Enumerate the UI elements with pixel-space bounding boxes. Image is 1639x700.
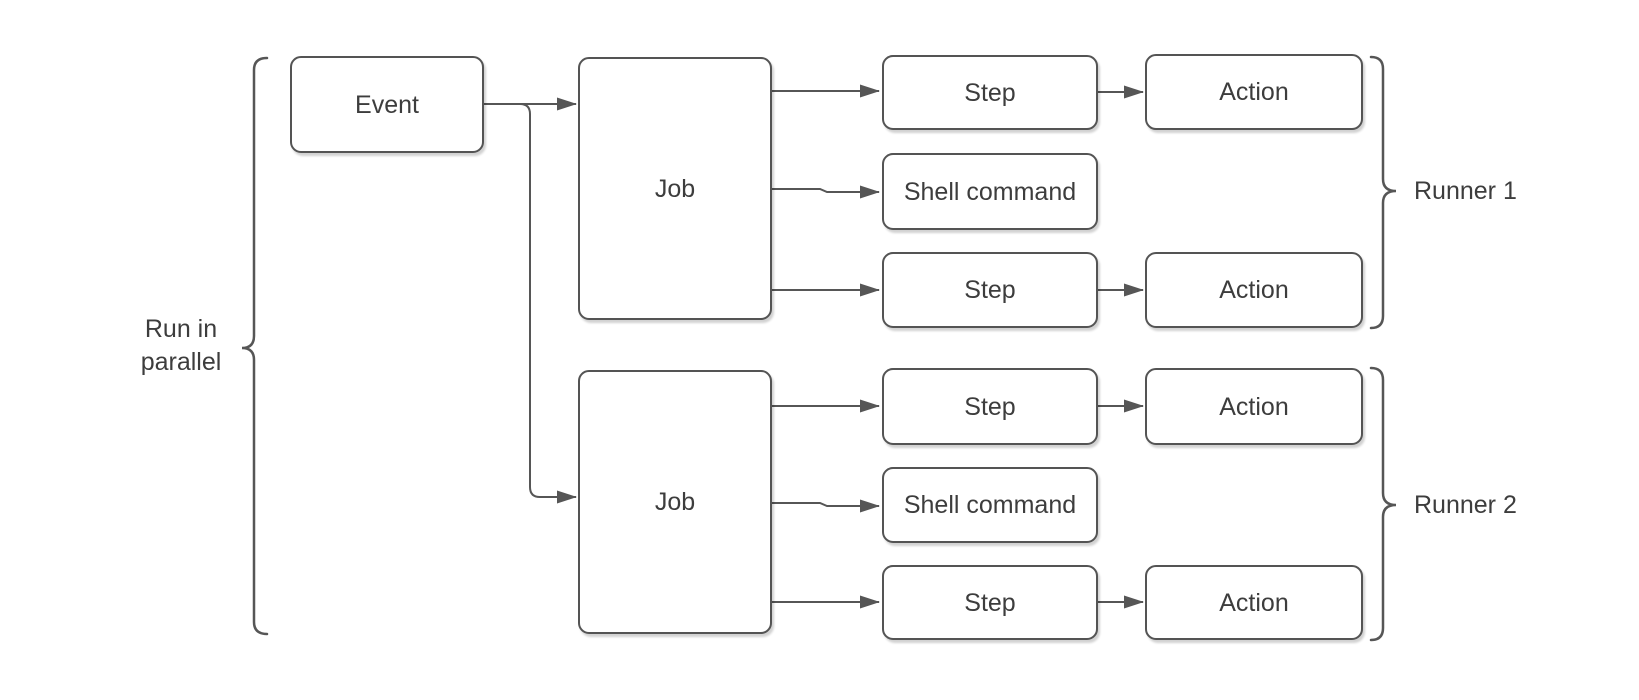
action-2-label: Action: [1219, 276, 1289, 304]
shell-command-1-label: Shell command: [903, 177, 1077, 206]
step-2-node: Step: [882, 252, 1098, 328]
step-2-label: Step: [964, 276, 1016, 304]
event-to-job-2-connector: [519, 103, 577, 504]
runner-1-label: Runner 1: [1414, 177, 1517, 205]
job-1-to-shell-command-1-connector: [772, 185, 880, 199]
shell-command-2-label: Shell command: [903, 491, 1077, 519]
runner-2-brace: [1369, 366, 1397, 642]
shell-command-2-node: Shell command: [882, 467, 1098, 543]
job-1-label: Job: [654, 174, 696, 203]
runner-1-brace: [1369, 55, 1397, 330]
runner-2-label: Runner 2: [1414, 491, 1517, 519]
step-1-label: Step: [964, 78, 1016, 107]
action-4-label: Action: [1219, 588, 1289, 617]
event-label: Event: [355, 90, 419, 119]
shell-command-1-node: Shell command: [882, 153, 1098, 230]
action-1-node: Action: [1145, 54, 1363, 130]
step-4-label: Step: [964, 588, 1016, 617]
action-4-node: Action: [1145, 565, 1363, 640]
step-3-node: Step: [882, 368, 1098, 445]
action-3-label: Action: [1219, 392, 1289, 421]
action-3-node: Action: [1145, 368, 1363, 445]
action-2-node: Action: [1145, 252, 1363, 328]
job-2-node: Job: [578, 370, 772, 634]
step-4-node: Step: [882, 565, 1098, 640]
run-in-parallel-brace: [241, 56, 269, 636]
job-2-to-shell-command-2-connector: [772, 499, 880, 513]
run-in-parallel-label: Run in parallel: [140, 315, 222, 376]
step-1-node: Step: [882, 55, 1098, 130]
event-node: Event: [290, 56, 484, 153]
step-3-label: Step: [964, 392, 1016, 421]
action-1-label: Action: [1219, 78, 1289, 106]
job-1-node: Job: [578, 57, 772, 320]
job-2-label: Job: [654, 488, 696, 516]
